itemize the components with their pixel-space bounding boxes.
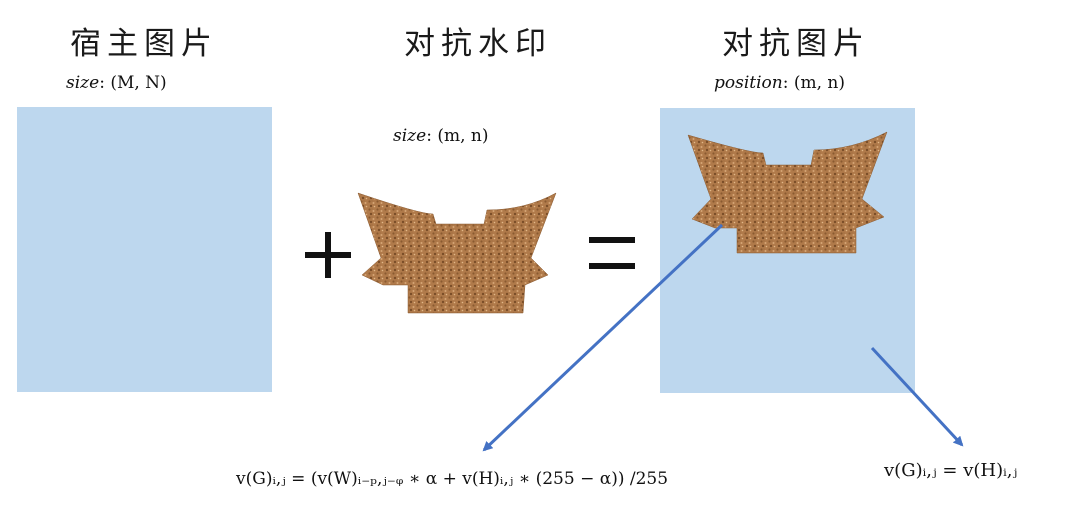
- watermark-title: 对抗水印: [404, 26, 552, 62]
- adversarial-position-label-value: : (m, n): [782, 73, 846, 93]
- embedded-watermark-shape: [687, 131, 888, 254]
- watermark-region-formula: v(G)ᵢ,ⱼ = (v(W)ᵢ₋ₚ,ⱼ₋ᵩ ∗ α + v(H)ᵢ,ⱼ ∗ (…: [236, 469, 668, 489]
- adversarial-position-label: position: (m, n): [714, 73, 845, 93]
- watermark-size-label-key: size: [393, 126, 427, 146]
- host-image-title: 宿主图片: [70, 26, 218, 62]
- cork-watermark-shape: [357, 192, 557, 314]
- equals-operator: [589, 237, 635, 269]
- watermark-size-label: size: (m, n): [393, 126, 488, 146]
- host-image-box: [17, 107, 272, 392]
- watermark-region-arrow: [482, 223, 724, 452]
- host-size-label: size: (M, N): [66, 73, 167, 93]
- other-region-formula: v(G)ᵢ,ⱼ = v(H)ᵢ,ⱼ: [884, 460, 1017, 481]
- adversarial-image-title: 对抗图片: [722, 26, 870, 62]
- watermark-size-label-value: : (m, n): [426, 126, 489, 146]
- other-region-arrow: [870, 346, 964, 447]
- watermark-region-formula-text: v(G)ᵢ,ⱼ = (v(W)ᵢ₋ₚ,ⱼ₋ᵩ ∗ α + v(H)ᵢ,ⱼ ∗ (…: [236, 469, 669, 489]
- plus-operator: [305, 232, 351, 278]
- adversarial-position-label-key: position: [714, 73, 783, 93]
- other-region-formula-text: v(G)ᵢ,ⱼ = v(H)ᵢ,ⱼ: [884, 460, 1018, 481]
- host-size-label-key: size: [66, 73, 100, 93]
- host-size-label-value: : (M, N): [99, 73, 167, 93]
